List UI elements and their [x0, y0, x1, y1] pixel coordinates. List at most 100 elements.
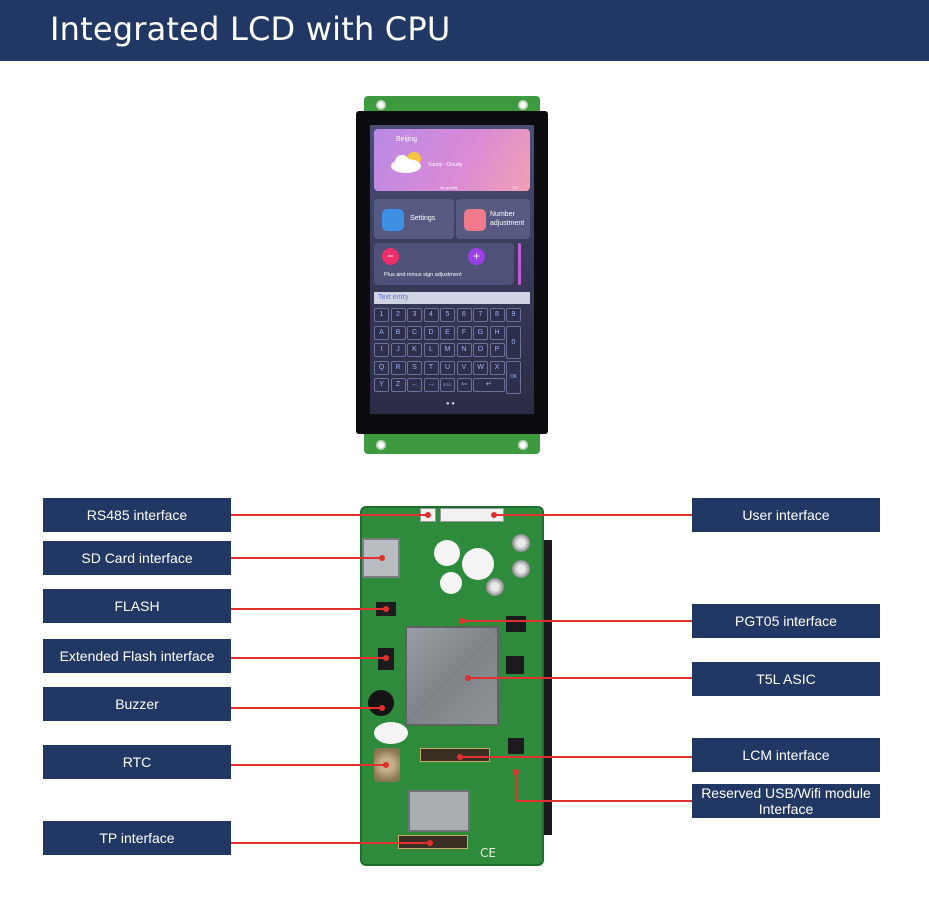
keyboard-key[interactable]: Q [374, 360, 389, 375]
number-adjustment-tile[interactable]: Number adjustment [456, 199, 530, 239]
leader-dot [427, 840, 433, 846]
label-t5l-asic: T5L ASIC [692, 662, 880, 696]
keyboard-key[interactable]: OK [506, 360, 521, 394]
white-component [374, 722, 408, 744]
plus-minus-caption: Plus and minus sign adjustment [384, 272, 462, 278]
plus-button[interactable]: + [468, 248, 485, 265]
mounting-hole [376, 440, 386, 450]
capacitor [512, 560, 530, 578]
leader-line-pgt05 [462, 620, 692, 622]
keyboard-key[interactable]: Y [374, 378, 389, 392]
leader-dot [383, 762, 389, 768]
keyboard-key[interactable]: D [423, 325, 439, 340]
uv-label: 1/V [512, 185, 519, 190]
keyboard-key[interactable]: 7 [473, 308, 488, 322]
leader-line-rs485 [230, 514, 428, 516]
settings-tile[interactable]: Settings [374, 199, 454, 239]
keyboard-key[interactable]: 2 [390, 308, 406, 322]
white-component [440, 572, 462, 594]
capacitor [486, 578, 504, 596]
label-reserved-usb-wifi-module-interface: Reserved USB/Wifi module Interface [692, 784, 880, 818]
keyboard-key[interactable]: 8 [489, 308, 505, 322]
keyboard-key[interactable]: P [489, 343, 505, 357]
keyboard-key[interactable]: 4 [423, 308, 439, 322]
minus-button[interactable]: − [382, 248, 399, 265]
label-lcm-interface: LCM interface [692, 738, 880, 772]
lcm-connector [420, 748, 490, 762]
keyboard-key[interactable]: A [374, 325, 389, 340]
keyboard-key[interactable]: W [473, 360, 488, 375]
t5l-asic-shield [405, 626, 499, 726]
leader-line-sd [230, 557, 382, 559]
keyboard-key[interactable]: 0 [506, 325, 521, 359]
keyboard-key[interactable]: → [423, 378, 439, 392]
keyboard-key[interactable]: 9 [506, 308, 521, 322]
keyboard-key[interactable]: S [407, 360, 422, 375]
keyboard-key[interactable]: ESC [440, 378, 455, 392]
vertical-slider[interactable] [518, 243, 521, 285]
keyboard-key[interactable]: 1 [374, 308, 389, 322]
ic-chip [508, 738, 524, 754]
capacitor [512, 534, 530, 552]
leader-line-flash [230, 608, 386, 610]
label-flash: FLASH [43, 589, 231, 623]
keyboard-key[interactable]: X [489, 360, 505, 375]
keyboard-key[interactable]: H [489, 325, 505, 340]
number-adjustment-label: Number adjustment [490, 211, 525, 227]
label-rs485-interface: RS485 interface [43, 498, 231, 532]
keyboard-key[interactable]: T [423, 360, 439, 375]
keyboard-key[interactable]: L [423, 343, 439, 357]
keyboard-key[interactable]: R [390, 360, 406, 375]
mounting-hole [518, 440, 528, 450]
leader-line-buzzer [230, 707, 382, 709]
leader-line-usb-vertical [516, 772, 518, 802]
keyboard-key[interactable]: G [473, 325, 488, 340]
keyboard-key[interactable]: C [407, 325, 422, 340]
settings-label: Settings [410, 215, 436, 222]
keyboard-key[interactable]: F [456, 325, 472, 340]
ic-chip [506, 656, 524, 674]
weather-condition: Sunny - Cloudy [428, 162, 463, 168]
keyboard-key[interactable]: E [440, 325, 455, 340]
keyboard-key[interactable]: U [440, 360, 455, 375]
page-dots: ● ● [446, 401, 455, 407]
leader-dot [379, 705, 385, 711]
keyboard-key[interactable]: N [456, 343, 472, 357]
keyboard-key[interactable]: I [374, 343, 389, 357]
label-buzzer: Buzzer [43, 687, 231, 721]
gear-icon [382, 209, 404, 231]
leader-dot [513, 769, 519, 775]
lcd-screen: Beijing Sunny - Cloudy Air quality 1/V S… [370, 125, 534, 414]
leader-line-rtc [230, 764, 386, 766]
keyboard-key[interactable]: B [390, 325, 406, 340]
keyboard-key[interactable]: 6 [456, 308, 472, 322]
keyboard-key[interactable]: Z [390, 378, 406, 392]
header-bar: Integrated LCD with CPU [0, 0, 929, 61]
leader-line-t5l [468, 677, 692, 679]
keyboard-key[interactable]: V [456, 360, 472, 375]
air-quality-label: Air quality [440, 185, 458, 190]
leader-dot [383, 606, 389, 612]
keyboard-key[interactable]: ⇦ [456, 378, 472, 392]
label-user-interface: User interface [692, 498, 880, 532]
pgt05-chip [506, 616, 526, 632]
page-title: Integrated LCD with CPU [50, 10, 451, 48]
keyboard-key[interactable]: ↵ [473, 378, 505, 392]
text-entry-field[interactable]: Text entry [374, 292, 530, 304]
label-rtc: RTC [43, 745, 231, 779]
white-component [434, 540, 460, 566]
leader-dot [383, 655, 389, 661]
leader-line-ext-flash [230, 657, 386, 659]
leader-dot [379, 555, 385, 561]
label-pgt05-interface: PGT05 interface [692, 604, 880, 638]
usb-wifi-module-pad [408, 790, 470, 832]
keyboard-key[interactable]: ← [407, 378, 422, 392]
ce-mark: CE [480, 846, 496, 860]
keyboard-key[interactable]: O [473, 343, 488, 357]
keyboard-key[interactable]: J [390, 343, 406, 357]
plus-minus-panel: − + Plus and minus sign adjustment [374, 243, 514, 285]
keyboard-key[interactable]: K [407, 343, 422, 357]
keyboard-key[interactable]: 3 [407, 308, 422, 322]
keyboard-key[interactable]: 5 [440, 308, 455, 322]
keyboard-key[interactable]: M [440, 343, 455, 357]
